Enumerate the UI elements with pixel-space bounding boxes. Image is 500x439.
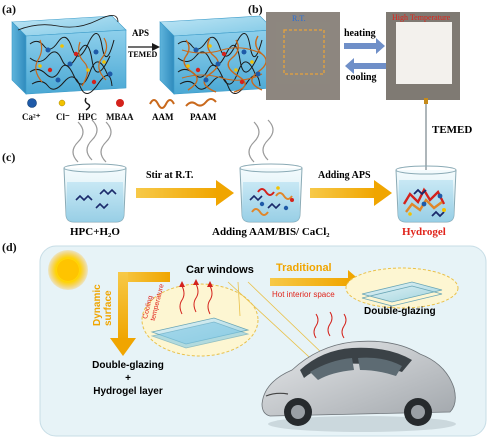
- car-windows-label: Car windows: [186, 264, 254, 276]
- heating-label: heating: [344, 28, 376, 39]
- legend-ca: Ca²⁺: [22, 112, 41, 122]
- stir-label: Stir at R.T.: [146, 170, 194, 181]
- dynamic-surface-label: Dynamic surface: [92, 284, 114, 326]
- dynamic-surface-arrow: [110, 272, 170, 356]
- beaker-2: [239, 119, 303, 223]
- hot-interior-label: Hot interior space: [272, 290, 335, 299]
- adding-aps-arrow: [310, 180, 392, 206]
- legend-hpc: HPC: [78, 112, 97, 122]
- car-illustration: [261, 340, 456, 432]
- legend-cl: Cl⁻: [56, 112, 70, 122]
- panel-c-label: (c): [2, 150, 16, 164]
- aps-label: APS: [132, 28, 150, 38]
- beaker2-caption: Adding AAM/BIS/ CaCl₂: [212, 226, 330, 238]
- adding-aps-label: Adding APS: [318, 170, 371, 181]
- panel-d-label: (d): [2, 240, 17, 254]
- photo-room-temperature: [266, 12, 340, 100]
- legend-paam: PAAM: [190, 112, 217, 122]
- heat-waves: [313, 311, 347, 339]
- result-line-1: Double-glazing: [92, 360, 164, 371]
- beaker-1: [63, 119, 127, 223]
- traditional-label: Traditional: [276, 262, 332, 274]
- hydrogel-glazing-icon: [141, 279, 259, 357]
- photo-high-temperature: [386, 12, 460, 100]
- cooling-label: cooling: [346, 72, 377, 83]
- temed-label-c: TEMED: [432, 124, 473, 136]
- result-line-3: Hydrogel layer: [93, 386, 163, 397]
- high-temperature-label: High Temperature: [392, 13, 451, 22]
- result-line-2: +: [125, 373, 131, 384]
- beaker3-caption: Hydrogel: [402, 226, 446, 238]
- double-glazing-label: Double-glazing: [364, 306, 436, 317]
- cube-before: [11, 15, 127, 95]
- temed-label-a: TEMED: [128, 50, 158, 59]
- beaker1-caption: HPC+H₂O: [70, 226, 120, 238]
- beaker-3: [395, 165, 457, 223]
- panel-b-label: (b): [248, 2, 263, 16]
- legend-symbols: [27, 97, 217, 111]
- stir-arrow: [136, 180, 234, 206]
- double-glazing-icon: [345, 267, 459, 309]
- panel-a-label: (a): [2, 2, 16, 16]
- heating-arrow: [344, 38, 385, 54]
- legend-aam: AAM: [152, 112, 174, 122]
- legend-mbaa: MBAA: [106, 112, 134, 122]
- aps-temed-arrow: [128, 43, 160, 51]
- sun-icon: [48, 250, 88, 290]
- cube-after: [159, 15, 275, 95]
- rt-label: R.T.: [292, 14, 306, 23]
- cooling-arrow: [345, 58, 386, 74]
